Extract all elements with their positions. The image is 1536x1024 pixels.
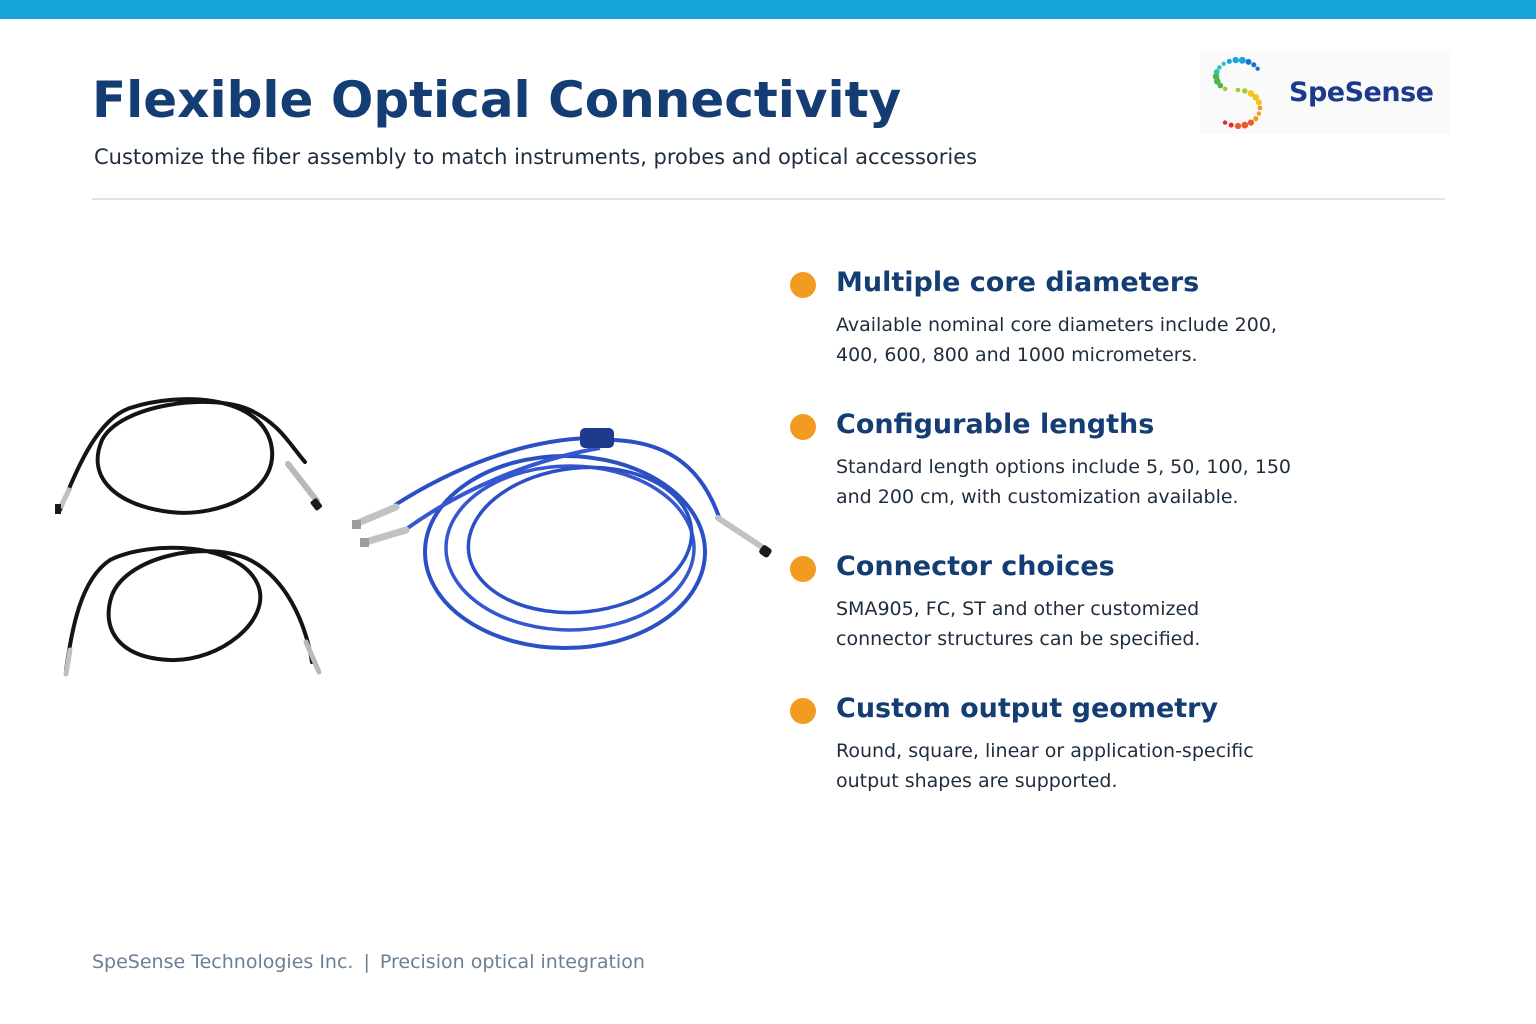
feature-title: Configurable lengths (836, 409, 1155, 440)
logo-dot (1217, 82, 1224, 89)
footer-separator: | (363, 951, 370, 973)
feature-item-connectors: Connector choices SMA905, FC, ST and oth… (790, 546, 1310, 654)
logo-dot (1232, 56, 1239, 64)
bullet-dot-icon (790, 414, 816, 440)
page-title: Flexible Optical Connectivity (92, 71, 902, 129)
logo-dot (1245, 58, 1252, 65)
logo-dot (1222, 86, 1228, 92)
feature-description: Available nominal core diameters include… (836, 314, 1277, 366)
logo-dot (1222, 120, 1228, 125)
feature-title: Connector choices (836, 551, 1115, 582)
logo-dot (1226, 58, 1232, 64)
spesense-dot-s-logo-icon (1212, 56, 1263, 130)
logo-dot (1247, 90, 1255, 97)
logo-dot (1217, 65, 1222, 70)
logo-text: SpeSense (1289, 77, 1434, 108)
company-logo: SpeSense (1200, 52, 1450, 134)
logo-dot (1255, 66, 1260, 71)
logo-dot (1251, 62, 1257, 68)
logo-dot (1255, 99, 1262, 106)
header-divider (92, 198, 1445, 200)
logo-dot (1257, 105, 1263, 111)
logo-dot (1238, 56, 1246, 64)
feature-description: Round, square, linear or application-spe… (836, 740, 1254, 792)
blue-bifurcated-fiber-cable (352, 428, 772, 650)
feature-description: SMA905, FC, ST and other customized conn… (836, 598, 1201, 650)
footer-company: SpeSense Technologies Inc. (92, 951, 354, 973)
logo-dot (1256, 111, 1262, 116)
logo-dot (1247, 119, 1254, 126)
logo-dot (1221, 61, 1226, 66)
black-fiber-cable-bottom (63, 545, 322, 677)
bullet-dot-icon (790, 698, 816, 724)
logo-dot (1213, 69, 1220, 75)
feature-item-output-geometry: Custom output geometry Round, square, li… (790, 688, 1310, 796)
feature-description: Standard length options include 5, 50, 1… (836, 456, 1292, 508)
logo-dot (1253, 116, 1259, 122)
logo-dot (1241, 121, 1249, 129)
black-fiber-cable-top (55, 397, 323, 515)
footer-tagline: Precision optical integration (379, 951, 645, 973)
footer: SpeSense Technologies Inc. | Precision opt… (92, 950, 645, 974)
logo-dot (1228, 122, 1234, 128)
bullet-dot-icon (790, 272, 816, 298)
page-subtitle: Customize the fiber assembly to match in… (94, 145, 978, 169)
logo-dot (1235, 87, 1241, 93)
feature-list: Multiple core diameters Available nomina… (790, 262, 1310, 796)
feature-title: Custom output geometry (836, 693, 1219, 724)
logo-dot (1214, 78, 1221, 85)
logo-dot (1234, 122, 1242, 130)
logo-dot (1252, 94, 1260, 101)
bullet-dot-icon (790, 556, 816, 582)
feature-item-lengths: Configurable lengths Standard length opt… (790, 404, 1310, 512)
feature-item-core-diameters: Multiple core diameters Available nomina… (790, 262, 1310, 370)
feature-title: Multiple core diameters (836, 267, 1200, 298)
top-accent-bar (0, 0, 1536, 19)
logo-dot (1242, 88, 1248, 94)
fiber-optic-cable-assemblies-icon (55, 397, 772, 677)
